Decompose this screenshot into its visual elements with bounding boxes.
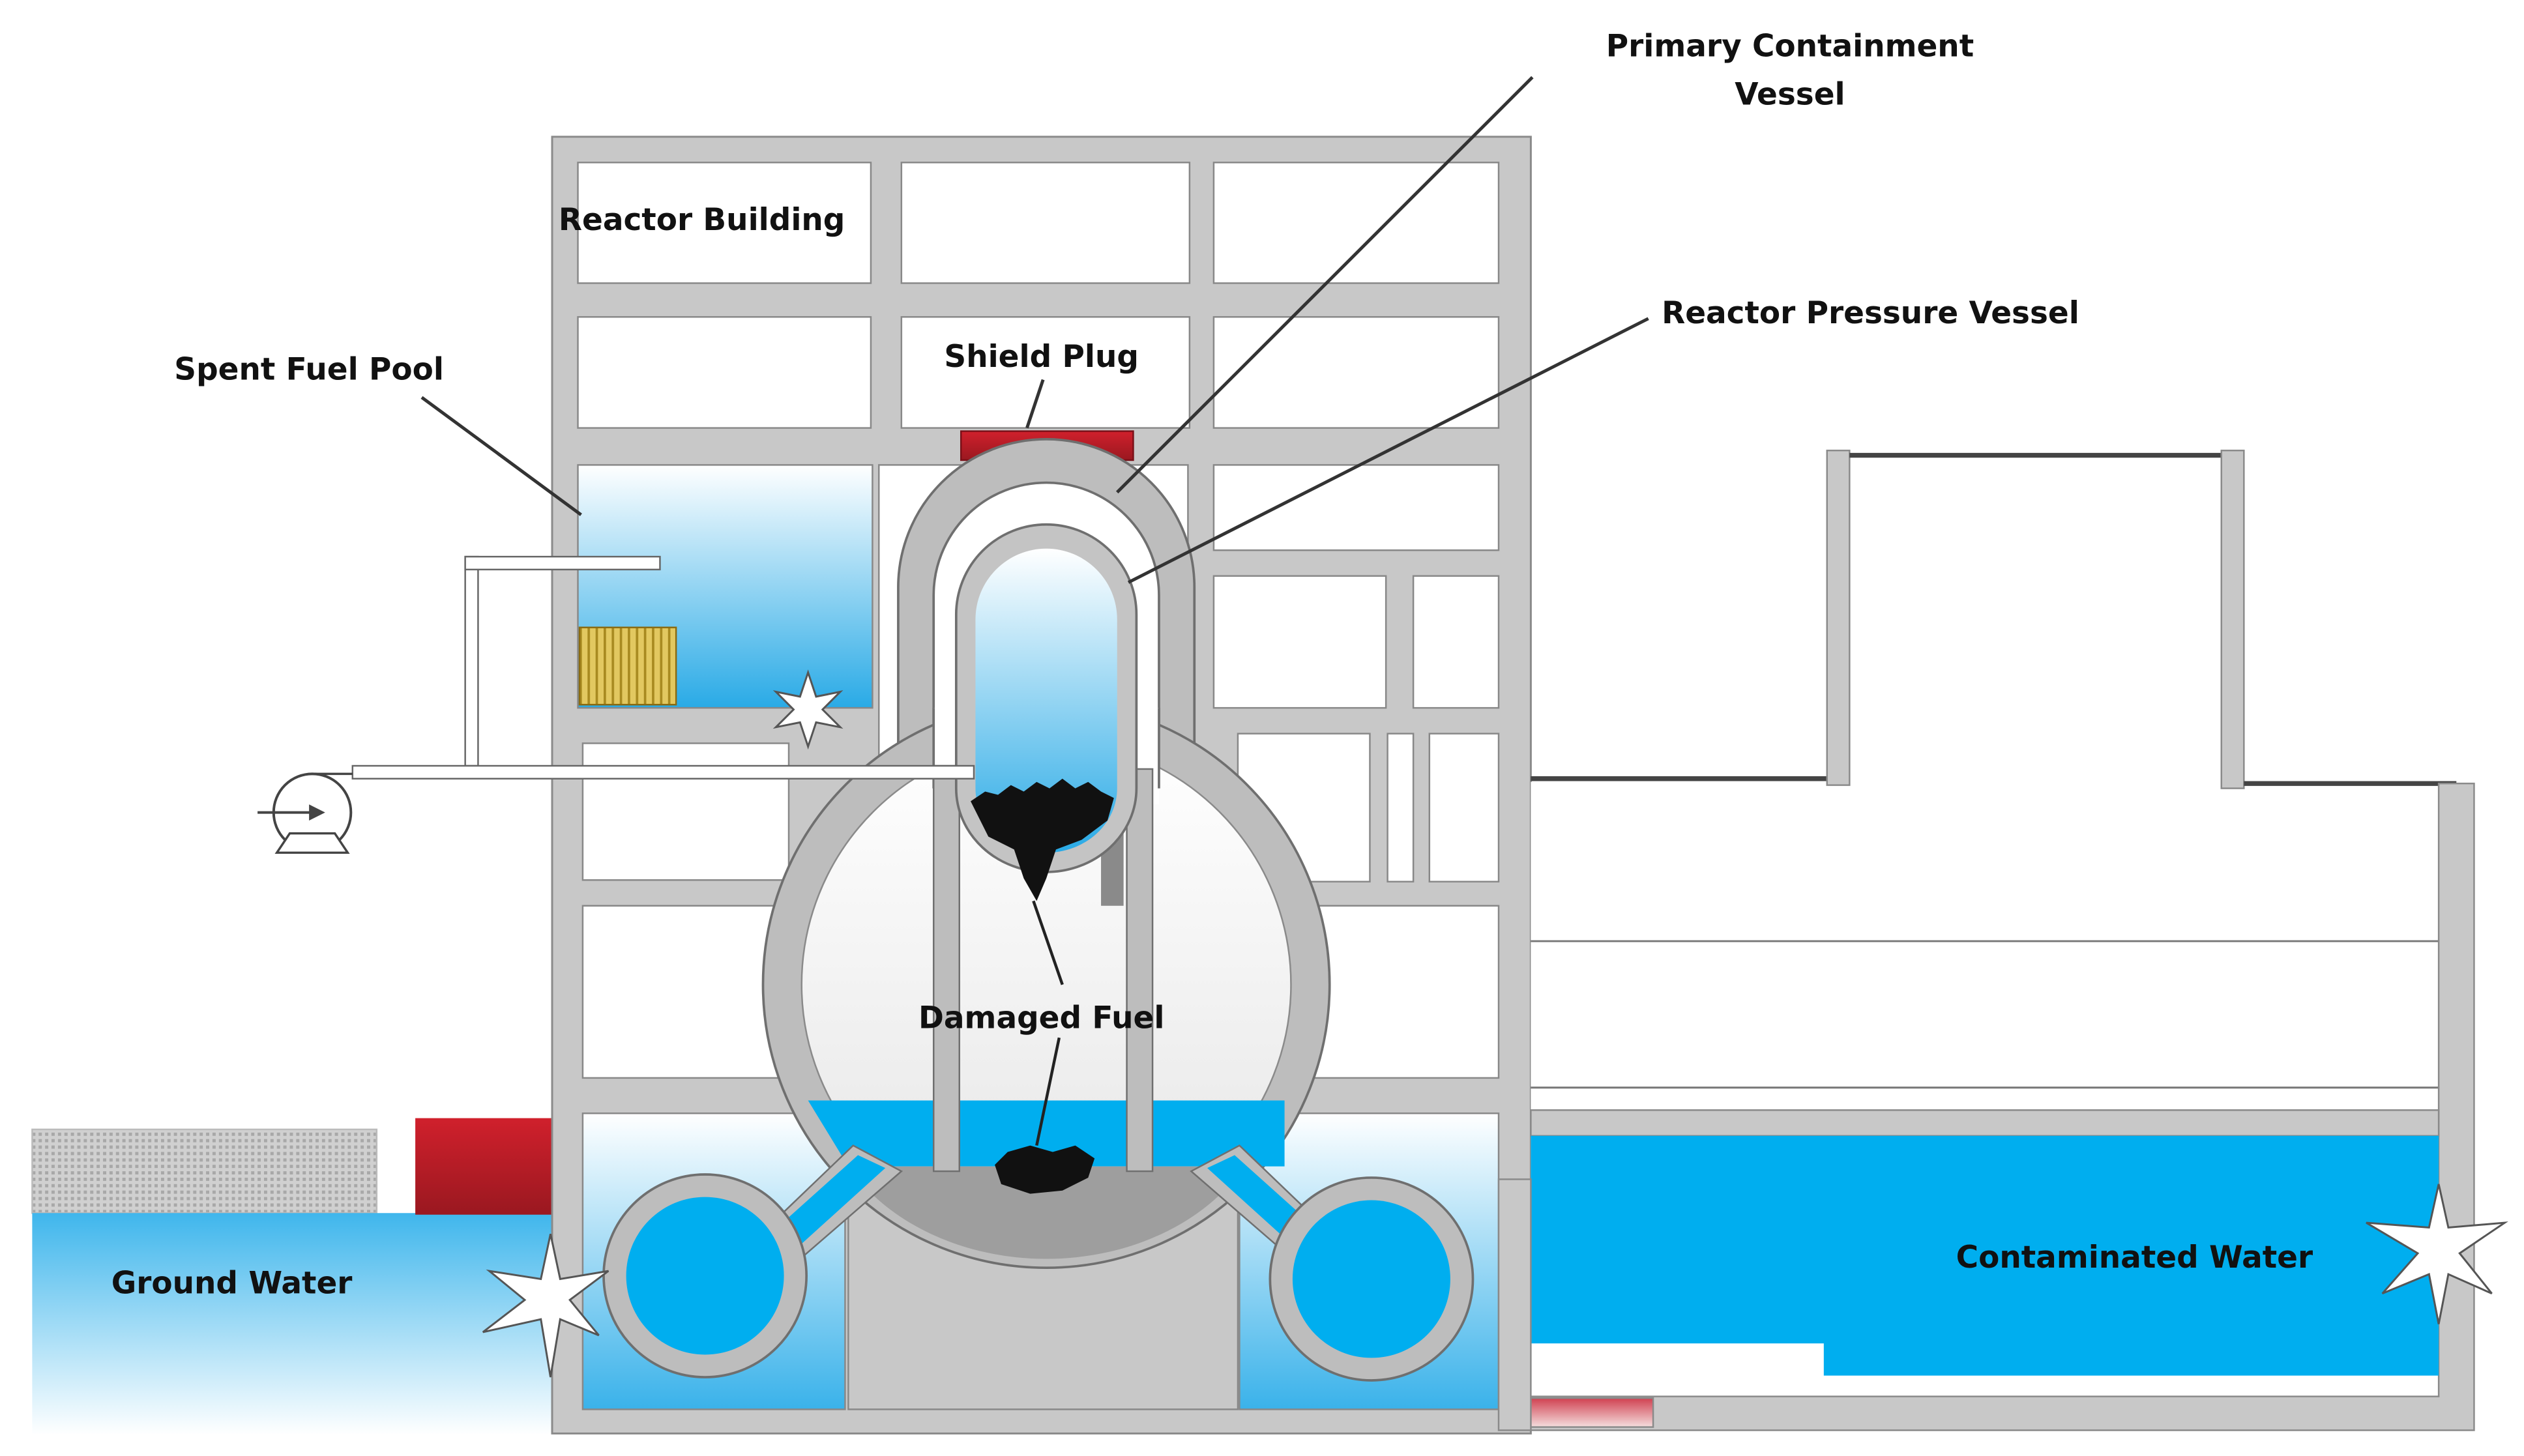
primary-containment-label-2: Vessel (1735, 76, 1845, 112)
containment-flood-water (808, 1100, 1285, 1167)
cooling-pipe (351, 764, 975, 779)
ground-soil (31, 1128, 378, 1214)
room (1212, 464, 1500, 551)
contaminated-water (1531, 1135, 2439, 1376)
trench (1530, 1397, 1654, 1428)
contaminated-water-label: Contaminated Water (1956, 1240, 2313, 1275)
room (577, 316, 872, 429)
turbine-column-right (2220, 449, 2245, 789)
turbine-column-left (1826, 449, 1851, 786)
fuel-rack (578, 626, 677, 706)
room (1428, 733, 1500, 882)
support-column-right (1126, 768, 1154, 1172)
torus-pipe-left-water (779, 1155, 886, 1245)
room (581, 905, 790, 1079)
reactor-pressure-vessel-label: Reactor Pressure Vessel (1662, 295, 2079, 331)
turbine-floor-slab (1530, 1109, 2440, 1137)
room (577, 162, 872, 284)
damaged-fuel-rpv (971, 778, 1114, 901)
support-column-left (933, 764, 960, 1172)
red-block-left (415, 1118, 554, 1215)
shield-plug-leader (1025, 379, 1045, 429)
room (1212, 162, 1500, 284)
damaged-fuel-floor (995, 1145, 1095, 1194)
leak-star-icon (2366, 1184, 2508, 1324)
damaged-fuel-arrow-down (1035, 1037, 1061, 1146)
ground-water-label: Ground Water (111, 1266, 353, 1302)
spent-fuel-pool-leader (420, 396, 582, 516)
primary-containment-leader (1116, 76, 1534, 494)
room (1212, 575, 1387, 709)
reactor-pressure-vessel-interior (975, 548, 1117, 853)
suppression-water-left (626, 1197, 784, 1355)
suppression-water-right (1292, 1200, 1450, 1358)
room (1212, 316, 1500, 429)
reactor-building-label: Reactor Building (559, 202, 845, 238)
leak-star-icon (482, 1234, 609, 1378)
room (900, 162, 1191, 284)
primary-containment-vessel (897, 438, 1196, 758)
room (1300, 905, 1500, 1079)
primary-containment-label-1: Primary Containment (1606, 28, 1974, 64)
containment-bottom (848, 1166, 1244, 1259)
leak-star-icon (772, 669, 844, 750)
room (1412, 575, 1500, 709)
damaged-fuel-arrow-up (1032, 900, 1064, 985)
room (581, 742, 790, 881)
damaged-fuel-label: Damaged Fuel (918, 1000, 1164, 1036)
building-divider-wall (1497, 1178, 1532, 1431)
room (900, 316, 1191, 429)
pump-icon (257, 772, 353, 854)
shield-plug-label: Shield Plug (944, 339, 1139, 375)
pool-crane-vertical (464, 555, 479, 767)
reactor-pressure-vessel-leader (1127, 317, 1649, 584)
spent-fuel-pool-label: Spent Fuel Pool (174, 352, 444, 388)
pool-crane-arm (464, 555, 661, 571)
room (1387, 733, 1415, 882)
ground-water-area (32, 1213, 555, 1435)
